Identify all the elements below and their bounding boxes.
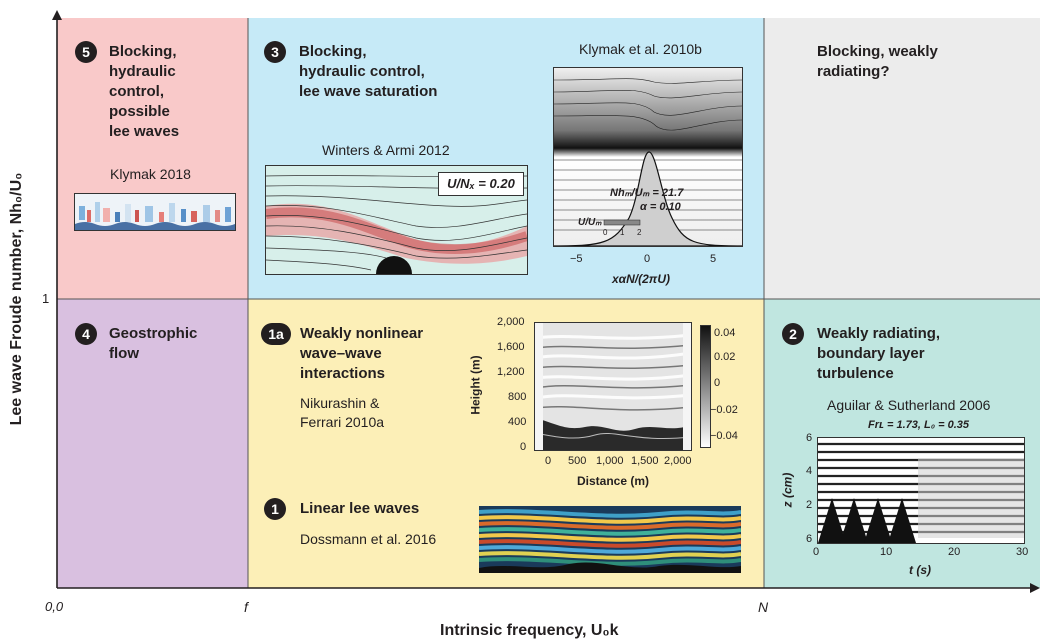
klymak-annotation-2: α = 0.10: [640, 201, 681, 213]
nikurashin-colorbar: [700, 325, 711, 448]
aguilar-x-tick: 20: [948, 546, 961, 558]
region-2-title: Weakly radiating, boundary layer turbule…: [817, 325, 941, 382]
nikurashin-ferrari-inset: [534, 322, 692, 451]
winters-armi-inset: U/Nₓ = 0.20: [265, 165, 528, 275]
region-3-title: Blocking, hydraulic control, lee wave sa…: [299, 43, 438, 100]
nikurashin-colorbar-tick: −0.04: [710, 430, 738, 442]
origin-label: 0,0: [45, 599, 64, 614]
aguilar-y-tick: 6: [806, 432, 813, 444]
region-1a-badge: 1a: [261, 323, 291, 345]
y-tick-1: 1: [42, 291, 50, 306]
aguilar-y-axis-label: z (cm): [780, 472, 795, 508]
klymak-2010b-inset: Nhₘ/Uₘ = 21.7 α = 0.10 U/Uₘ 0 1 2: [553, 67, 743, 247]
region-blocking-radiating-title: Blocking, weakly radiating?: [817, 43, 938, 80]
region-blocking-radiating-background: [764, 18, 1040, 299]
region-4-background: [57, 299, 248, 588]
nikurashin-colorbar-tick: −0.02: [710, 404, 738, 416]
region-5-title: Blocking, hydraulic control, possible le…: [109, 43, 180, 140]
region-5-citation: Klymak 2018: [110, 166, 191, 182]
nikurashin-x-tick: 2,000: [664, 455, 692, 467]
nikurashin-y-tick: 0: [520, 441, 527, 453]
aguilar-x-tick: 0: [813, 546, 820, 558]
aguilar-x-tick: 10: [880, 546, 893, 558]
aguilar-y-tick: 4: [806, 465, 813, 477]
region-3-badge: 3: [264, 41, 286, 63]
klymak-2018-inset: [74, 193, 236, 231]
klymak-colorbar-tick: 0: [603, 228, 608, 237]
region-3-citation-right: Klymak et al. 2010b: [579, 41, 702, 57]
klymak-x-tick: −5: [570, 253, 583, 265]
nikurashin-y-axis-label: Height (m): [468, 355, 483, 415]
klymak-colorbar-tick: 2: [637, 228, 642, 237]
y-axis-label: Lee wave Froude number, Nh₀/U₀: [8, 172, 25, 426]
winters-parameter-label: U/Nₓ = 0.20: [438, 172, 524, 196]
nikurashin-colorbar-tick: 0.02: [714, 351, 736, 363]
aguilar-x-axis-label: t (s): [909, 563, 931, 577]
klymak-x-axis-label: xαN/(2πU): [612, 272, 670, 286]
nikurashin-x-tick: 500: [568, 455, 587, 467]
klymak-x-tick: 0: [644, 253, 651, 265]
region-3-citation-left: Winters & Armi 2012: [322, 142, 450, 158]
x-tick-n: N: [758, 599, 769, 615]
region-1-title: Linear lee waves: [300, 500, 420, 517]
x-tick-f: f: [244, 599, 248, 615]
klymak-annotation-1: Nhₘ/Uₘ = 21.7: [610, 187, 684, 199]
aguilar-subtitle: Frʟ = 1.73, L₀ = 0.35: [868, 419, 970, 431]
nikurashin-x-axis-label: Distance (m): [577, 474, 650, 488]
region-1a-citation: Nikurashin & Ferrari 2010a: [300, 395, 385, 430]
aguilar-y-tick: 2: [806, 499, 813, 511]
nikurashin-y-tick: 1,600: [497, 341, 525, 353]
nikurashin-x-tick: 1,500: [631, 455, 659, 467]
nikurashin-colorbar-tick: 0.04: [714, 327, 736, 339]
klymak-colorbar-label: U/Uₘ: [578, 217, 602, 228]
nikurashin-x-tick: 0: [545, 455, 552, 467]
region-2-badge: 2: [782, 323, 804, 345]
aguilar-x-tick: 30: [1016, 546, 1029, 558]
klymak-x-tick: 5: [710, 253, 717, 265]
klymak-colorbar-tick: 1: [620, 228, 625, 237]
nikurashin-y-tick: 800: [508, 391, 527, 403]
aguilar-y-tick: 6: [806, 533, 813, 545]
aguilar-sutherland-inset: [817, 437, 1025, 544]
x-axis-label: Intrinsic frequency, U₀k: [440, 622, 619, 639]
region-1-badge: 1: [264, 498, 286, 520]
nikurashin-x-tick: 1,000: [596, 455, 624, 467]
region-4-title: Geostrophic flow: [109, 325, 198, 362]
region-5-background: [57, 18, 248, 299]
nikurashin-y-tick: 400: [508, 416, 527, 428]
region-1-citation: Dossmann et al. 2016: [300, 531, 437, 547]
nikurashin-colorbar-tick: 0: [714, 377, 721, 389]
dossmann-inset: [479, 506, 741, 573]
region-4-badge: 4: [75, 323, 97, 345]
region-2-citation: Aguilar & Sutherland 2006: [827, 397, 991, 413]
nikurashin-y-tick: 1,200: [497, 366, 525, 378]
region-1a-title: Weakly nonlinear wave–wave interactions: [300, 325, 424, 382]
region-5-badge: 5: [75, 41, 97, 63]
nikurashin-y-tick: 2,000: [497, 316, 525, 328]
